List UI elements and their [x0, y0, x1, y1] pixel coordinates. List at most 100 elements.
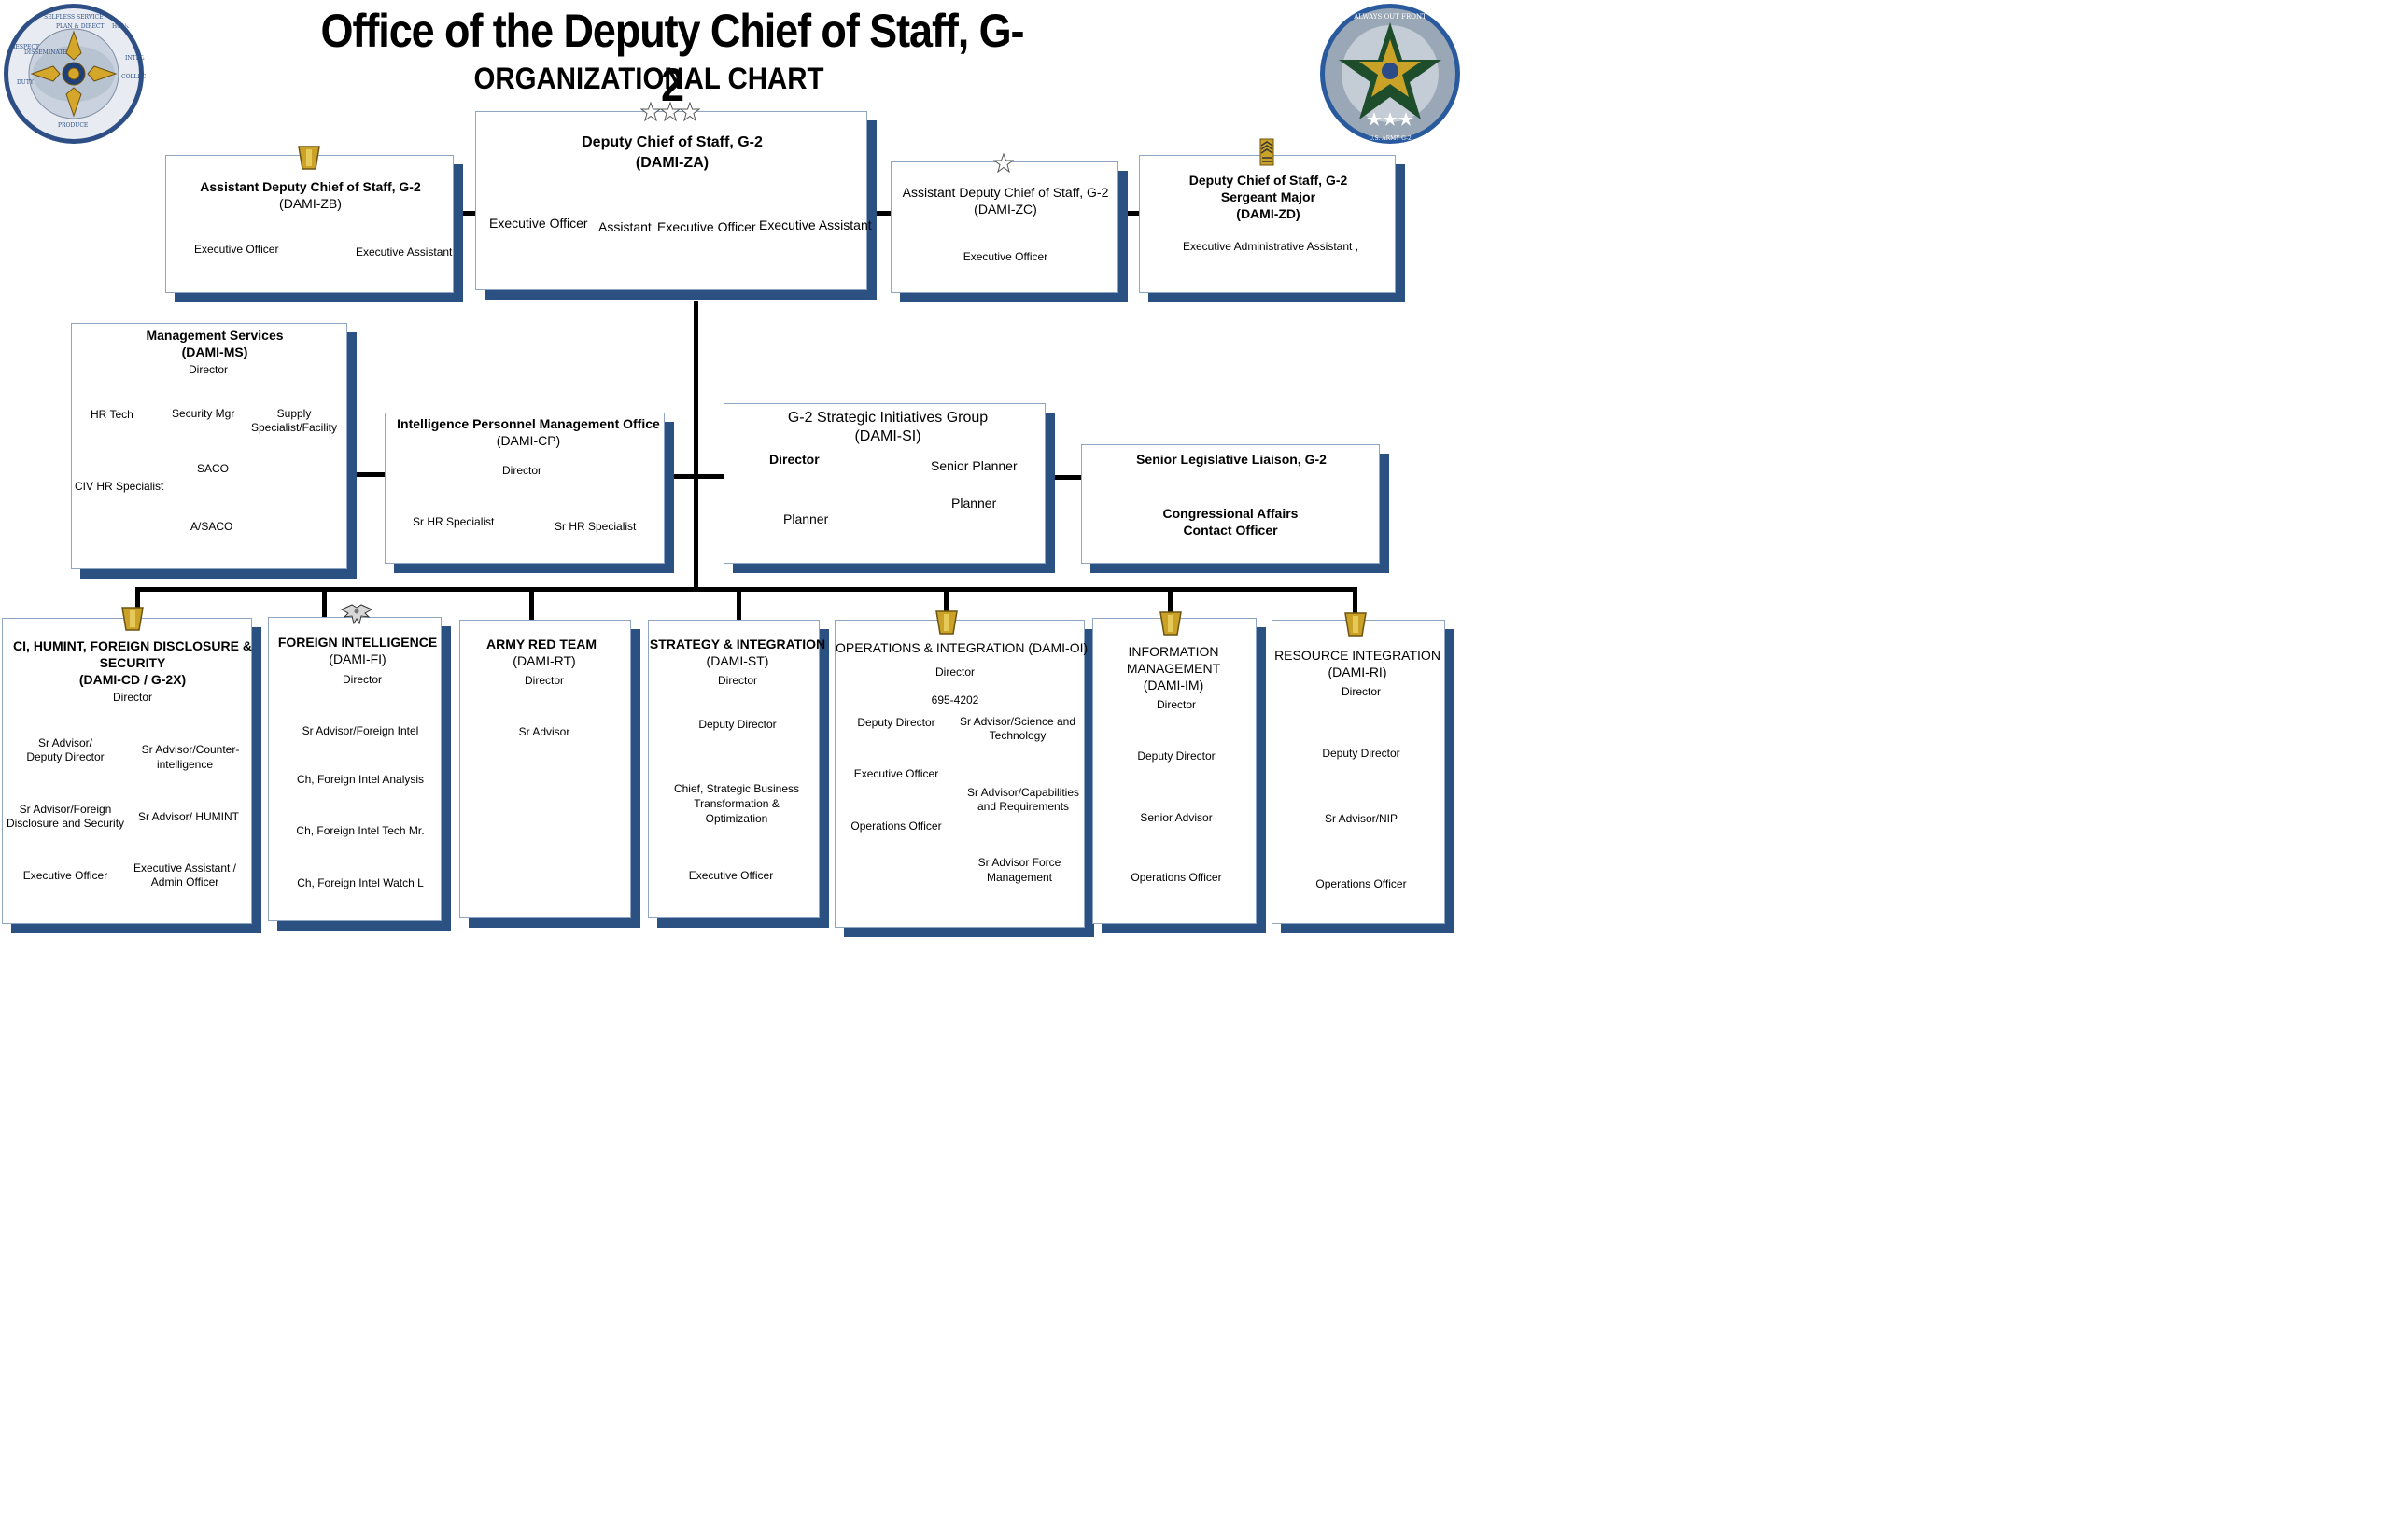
cd-gold-rank-insignia-icon — [121, 607, 144, 631]
zb-title: Assistant Deputy Chief of Staff, G-2 — [200, 179, 421, 194]
connector-drop-st — [737, 587, 741, 621]
fi-row-4: Ch, Foreign Intel Watch L — [297, 876, 424, 889]
zb-code: (DAMI-ZB) — [279, 196, 342, 211]
rt-title: ARMY RED TEAM — [486, 637, 597, 651]
rt-box: ARMY RED TEAM (DAMI-RT) Director Sr Advi… — [459, 620, 631, 918]
oi-sci-1: Sr Advisor/Science and — [959, 715, 1076, 728]
connector-bottom-horizontal — [135, 587, 1357, 592]
ms-hr-tech: HR Tech — [91, 408, 134, 421]
one-star-insignia-icon — [993, 153, 1014, 174]
svg-text:HONOR: HONOR — [112, 23, 135, 30]
st-deputy: Deputy Director — [698, 718, 777, 731]
zd-box: Deputy Chief of Staff, G-2 Sergeant Majo… — [1139, 155, 1396, 293]
im-title-2: MANAGEMENT — [1126, 661, 1221, 676]
im-director: Director — [1156, 698, 1196, 711]
za-exec-assistant: Executive Assistant — [759, 217, 872, 232]
st-chief-1: Chief, Strategic Business — [673, 782, 800, 795]
ri-title: RESOURCE INTEGRATION — [1274, 648, 1440, 663]
st-code: (DAMI-ST) — [706, 653, 769, 668]
ms-saco: SACO — [197, 462, 230, 475]
oi-director: Director — [934, 665, 975, 679]
connector-drop-cd — [135, 587, 140, 619]
page-subtitle: ORGANIZATIONAL CHART — [473, 62, 824, 95]
cp-sr-hr-2: Sr HR Specialist — [555, 520, 637, 533]
oi-gold-rank-insignia-icon — [935, 610, 958, 635]
sll-title: Senior Legislative Liaison, G-2 — [1136, 452, 1327, 467]
cd-code: (DAMI-CD / G-2X) — [78, 672, 187, 687]
si-box: G-2 Strategic Initiatives Group (DAMI-SI… — [724, 403, 1046, 564]
im-box: INFORMATION MANAGEMENT (DAMI-IM) Directo… — [1092, 618, 1257, 924]
oi-ops-officer: Operations Officer — [850, 819, 942, 833]
oi-sci-2: Technology — [989, 729, 1047, 742]
cp-sr-hr-1: Sr HR Specialist — [413, 515, 495, 528]
cp-title: Intelligence Personnel Management Office — [397, 416, 660, 431]
za-title: Deputy Chief of Staff, G-2 — [582, 134, 763, 150]
svg-text:INTEGRITY: INTEGRITY — [125, 55, 146, 62]
fi-row-3: Ch, Foreign Intel Tech Mr. — [296, 824, 425, 837]
si-planner-2: Planner — [951, 496, 997, 511]
zc-box: Assistant Deputy Chief of Staff, G-2 (DA… — [891, 161, 1118, 293]
left-seal-emblem: SELFLESS SERVICE PLAN & DIRECT HONOR INT… — [4, 4, 146, 144]
connector-drop-fi — [322, 587, 327, 617]
zc-title: Assistant Deputy Chief of Staff, G-2 — [902, 185, 1109, 200]
st-chief-2: Transformation & — [694, 797, 780, 810]
svg-text:PRODUCE: PRODUCE — [58, 122, 88, 129]
zd-title: Deputy Chief of Staff, G-2 — [1188, 173, 1348, 188]
oi-title: OPERATIONS & INTEGRATION (DAMI-OI) — [836, 640, 1089, 655]
si-title: G-2 Strategic Initiatives Group — [787, 410, 989, 426]
svg-text:RESPECT: RESPECT — [11, 44, 39, 50]
st-box: STRATEGY & INTEGRATION (DAMI-ST) Directo… — [648, 620, 825, 918]
page-title: Office of the Deputy Chief of Staff, G-2 — [320, 5, 1025, 111]
connector-drop-rt — [529, 587, 534, 621]
cp-box: Intelligence Personnel Management Office… — [385, 413, 665, 564]
cd-sr-adv-fd-2: Disclosure and Security — [6, 817, 125, 830]
connector-za-zc — [866, 211, 891, 216]
cd-box: CI, HUMINT, FOREIGN DISCLOSURE & SECURIT… — [2, 618, 252, 924]
im-gold-rank-insignia-icon — [1159, 611, 1182, 636]
za-exec-officer-2: Executive Officer — [657, 219, 756, 234]
connector-ms-cp — [347, 472, 385, 477]
ri-nip: Sr Advisor/NIP — [1324, 812, 1398, 825]
zb-box: Assistant Deputy Chief of Staff, G-2 (DA… — [165, 155, 454, 293]
right-seal-bottom-text: U.S. ARMY G-2 — [1369, 135, 1412, 142]
connector-drop-ri — [1353, 587, 1357, 621]
sll-contact-1: Congressional Affairs — [1162, 506, 1299, 521]
ms-civ-hr: CIV HR Specialist — [75, 480, 164, 493]
im-code: (DAMI-IM) — [1143, 678, 1204, 693]
st-director: Director — [717, 674, 757, 687]
svg-text:DUTY: DUTY — [17, 79, 35, 86]
right-seal-emblem: ALWAYS OUT FRONT U.S. ARMY G-2 — [1320, 4, 1460, 144]
fi-row-1: Sr Advisor/Foreign Intel — [302, 724, 419, 737]
im-title-1: INFORMATION — [1128, 644, 1219, 659]
connector-drop-oi — [944, 587, 949, 621]
za-assistant: Assistant — [598, 219, 652, 234]
ri-ops-officer: Operations Officer — [1315, 877, 1407, 890]
ms-title: Management Services — [146, 328, 284, 343]
ms-supply-1: Supply — [276, 407, 312, 420]
connector-zc-zd — [1118, 211, 1139, 216]
im-deputy: Deputy Director — [1137, 749, 1216, 763]
sll-contact-2: Contact Officer — [1183, 523, 1278, 538]
right-seal-top-text: ALWAYS OUT FRONT — [1353, 13, 1426, 21]
st-chief-3: Optimization — [705, 812, 768, 825]
cd-exec-officer: Executive Officer — [22, 869, 108, 882]
za-box: Deputy Chief of Staff, G-2 (DAMI-ZA) Exe… — [475, 111, 872, 290]
rt-sr-advisor: Sr Advisor — [518, 725, 570, 738]
im-senior-advisor: Senior Advisor — [1140, 811, 1213, 824]
fi-title: FOREIGN INTELLIGENCE — [277, 635, 438, 650]
cd-exec-asst-1: Executive Assistant / — [133, 861, 237, 875]
cd-sr-adv-humint: Sr Advisor/ HUMINT — [137, 810, 239, 823]
zc-exec-officer: Executive Officer — [963, 250, 1048, 263]
oi-box: OPERATIONS & INTEGRATION (DAMI-OI) Direc… — [835, 620, 1089, 928]
zb-exec-assistant: Executive Assistant — [356, 245, 453, 259]
cd-exec-asst-2: Admin Officer — [150, 875, 219, 889]
fi-row-2: Ch, Foreign Intel Analysis — [296, 773, 425, 786]
oi-force-1: Sr Advisor Force — [977, 856, 1061, 869]
st-exec-officer: Executive Officer — [688, 869, 774, 882]
svg-text:SELFLESS SERVICE: SELFLESS SERVICE — [44, 14, 104, 21]
ms-supply-2: Specialist/Facility — [250, 421, 338, 434]
ri-code: (DAMI-RI) — [1328, 665, 1387, 679]
zb-exec-officer: Executive Officer — [194, 243, 279, 256]
cd-title-2: SECURITY — [99, 655, 166, 670]
ri-deputy: Deputy Director — [1322, 747, 1400, 760]
